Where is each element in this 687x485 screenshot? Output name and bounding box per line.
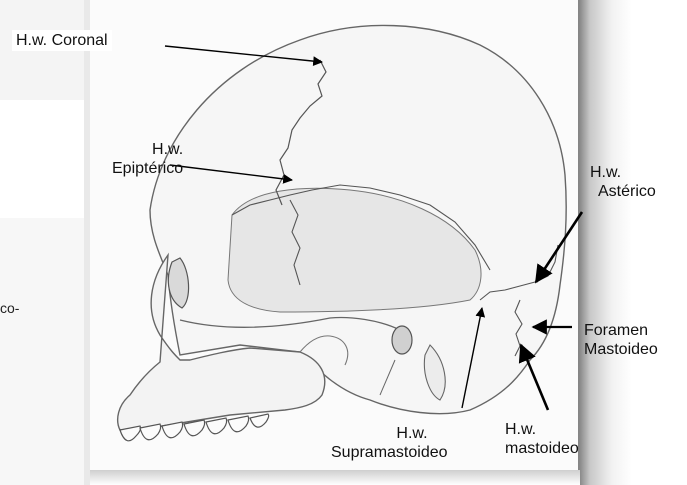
label-asterico-line1: H.w. <box>590 163 656 182</box>
label-hw-epipterico: H.w. Epiptérico <box>112 140 183 178</box>
label-epipterico-line2: Epiptérico <box>112 159 183 178</box>
label-hw-supramastoideo: H.w. Supramastoideo <box>331 424 448 462</box>
ear-canal <box>392 326 412 354</box>
label-supramastoideo-line2: Supramastoideo <box>331 443 448 462</box>
label-supramastoideo-line1: H.w. <box>331 424 448 443</box>
label-foramen-mastoideo: Foramen Mastoideo <box>584 321 658 359</box>
label-hw-mastoideo: H.w. mastoideo <box>505 420 579 458</box>
label-hw-asterico: H.w. Astérico <box>590 163 656 201</box>
label-asterico-line2: Astérico <box>598 182 656 201</box>
label-epipterico-line1: H.w. <box>112 140 183 159</box>
label-mastoideo-line2: mastoideo <box>505 439 579 458</box>
label-mastoideo-line1: H.w. <box>505 420 579 439</box>
label-hw-coronal-text: H.w. Coronal <box>16 31 108 50</box>
label-hw-coronal: H.w. Coronal <box>12 30 112 51</box>
label-foramen-line1: Foramen <box>584 321 658 340</box>
label-foramen-line2: Mastoideo <box>584 340 658 359</box>
